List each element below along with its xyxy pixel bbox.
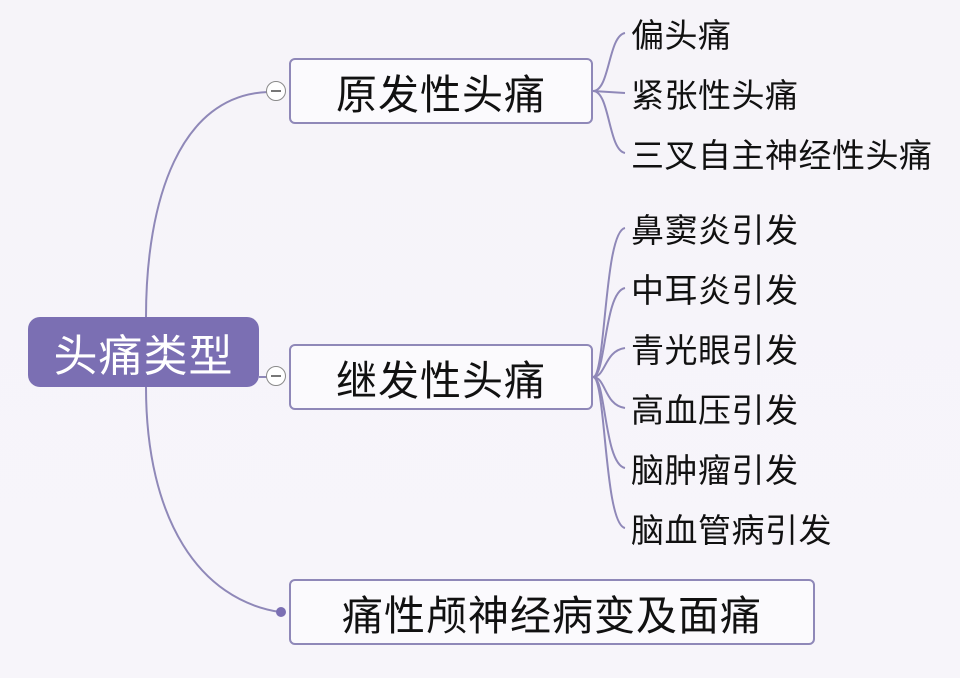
connector-secondary-leaf-2 (592, 287, 626, 378)
leaf-secondary-6[interactable]: 脑血管病引发 (631, 508, 832, 550)
leaf-secondary-5[interactable]: 脑肿瘤引发 (631, 448, 799, 490)
leaf-primary-3[interactable]: 三叉自主神经性头痛 (631, 133, 933, 175)
branch-primary-headache[interactable]: 原发性头痛 (289, 58, 593, 124)
leaf-label: 脑血管病引发 (631, 511, 832, 550)
leaf-label: 偏头痛 (631, 16, 732, 55)
connector-secondary-leaf-6 (592, 376, 626, 529)
leaf-primary-1[interactable]: 偏头痛 (631, 13, 732, 55)
branch-cranial-neuralgia[interactable]: 痛性颅神经病变及面痛 (289, 579, 815, 645)
branch-primary-label: 原发性头痛 (336, 71, 546, 119)
leaf-secondary-2[interactable]: 中耳炎引发 (631, 268, 799, 310)
connector-primary-leaf-3 (592, 90, 626, 154)
leaf-label: 青光眼引发 (631, 331, 799, 370)
leaf-label: 中耳炎引发 (631, 271, 799, 310)
connector-root-primary (145, 91, 269, 318)
leaf-secondary-4[interactable]: 高血压引发 (631, 388, 799, 430)
connector-primary-leaf-2 (592, 90, 626, 94)
branch-secondary-label: 继发性头痛 (336, 357, 546, 405)
leaf-primary-2[interactable]: 紧张性头痛 (631, 73, 799, 115)
connector-root-neuralgia (145, 386, 281, 613)
neuralgia-endpoint-dot-icon (276, 607, 286, 617)
leaf-label: 鼻窦炎引发 (631, 211, 799, 250)
leaf-label: 高血压引发 (631, 391, 799, 430)
leaf-label: 紧张性头痛 (631, 76, 799, 115)
leaf-label: 脑肿瘤引发 (631, 451, 799, 490)
branch-secondary-headache[interactable]: 继发性头痛 (289, 344, 593, 410)
collapse-primary-icon[interactable] (266, 81, 286, 101)
leaf-label: 三叉自主神经性头痛 (631, 136, 933, 175)
leaf-secondary-3[interactable]: 青光眼引发 (631, 328, 799, 370)
root-label: 头痛类型 (53, 331, 234, 382)
branch-neuralgia-label: 痛性颅神经病变及面痛 (342, 592, 762, 640)
connector-secondary-leaf-1 (592, 227, 626, 378)
connector-primary-leaf-1 (592, 32, 626, 92)
leaf-secondary-1[interactable]: 鼻窦炎引发 (631, 208, 799, 250)
root-node[interactable]: 头痛类型 (28, 317, 259, 387)
connector-secondary-leaf-3 (592, 347, 626, 378)
connector-secondary-leaf-5 (592, 376, 626, 469)
collapse-secondary-icon[interactable] (266, 366, 286, 386)
